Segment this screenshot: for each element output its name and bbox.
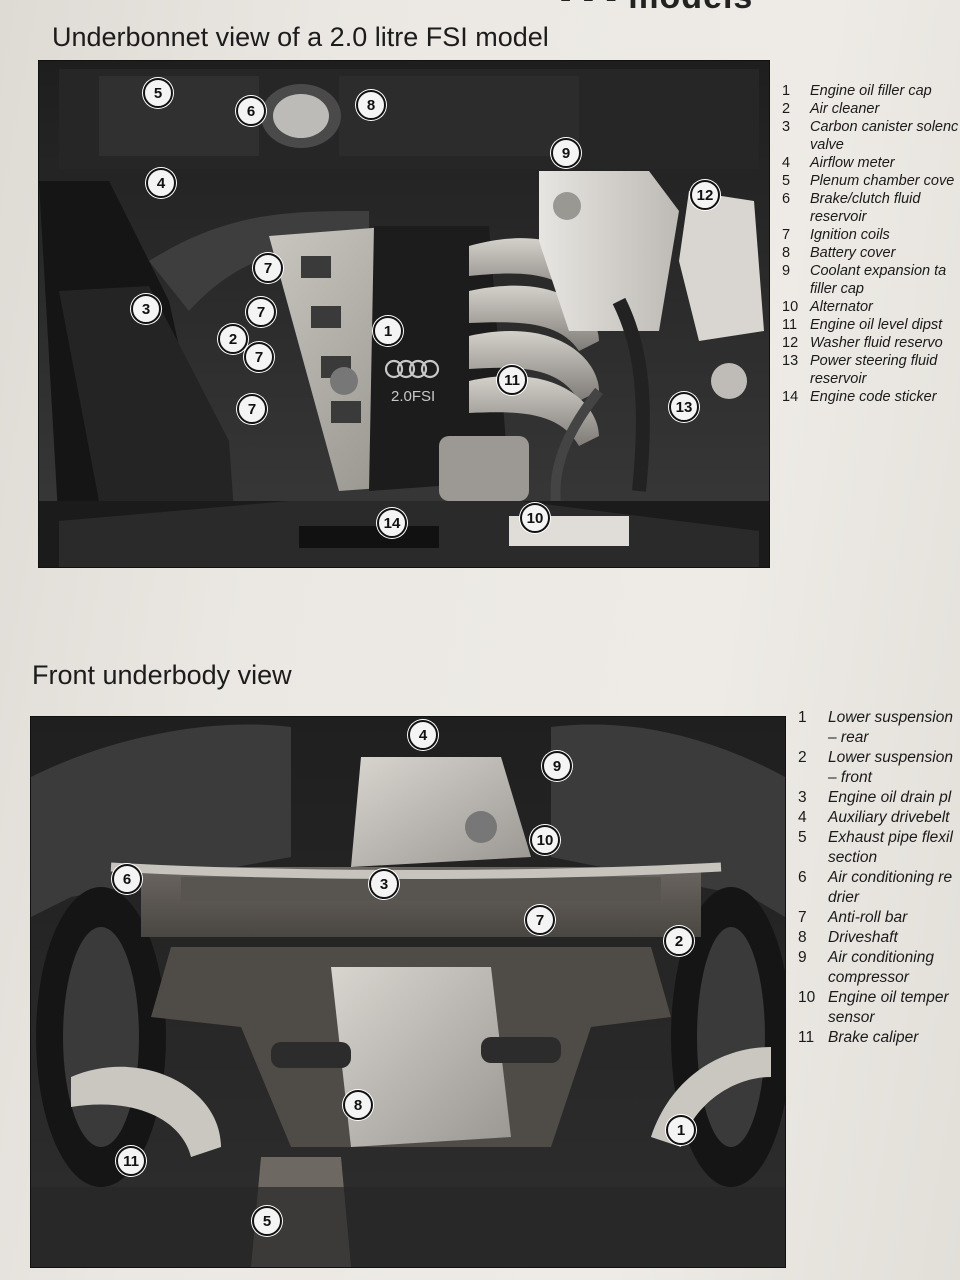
callout-14: 14 (377, 508, 407, 538)
callout-8: 8 (343, 1090, 373, 1120)
callout-11: 11 (116, 1146, 146, 1176)
bottom-section-title: Front underbody view (32, 660, 292, 690)
callout-10: 10 (520, 503, 550, 533)
callout-1: 1 (373, 316, 403, 346)
callout-11: 11 (497, 365, 527, 395)
callout-12: 12 (690, 180, 720, 210)
underbody-photo (30, 716, 786, 1268)
callout-8: 8 (356, 90, 386, 120)
callout-13: 13 (669, 392, 699, 422)
callout-6: 6 (236, 96, 266, 126)
callout-6: 6 (112, 864, 142, 894)
callout-2: 2 (664, 926, 694, 956)
engine-bay-photo: 2.0FSI (38, 60, 770, 568)
callout-9: 9 (551, 138, 581, 168)
callout-4: 4 (408, 720, 438, 750)
callout-4: 4 (146, 168, 176, 198)
callout-3: 3 (131, 294, 161, 324)
callout-1: 1 (666, 1115, 696, 1145)
top-section-title: Underbonnet view of a 2.0 litre FSI mode… (52, 22, 549, 52)
cut-off-heading: - - - models (560, 0, 753, 17)
engine-cover-label: 2.0FSI (391, 388, 435, 405)
callout-7-b: 7 (246, 297, 276, 327)
callout-5: 5 (143, 78, 173, 108)
callout-5: 5 (252, 1206, 282, 1236)
callout-7-d: 7 (237, 394, 267, 424)
callout-2: 2 (218, 324, 248, 354)
callout-9: 9 (542, 751, 572, 781)
callout-3: 3 (369, 869, 399, 899)
callout-7: 7 (525, 905, 555, 935)
callout-10: 10 (530, 825, 560, 855)
underbody-illustration (31, 717, 785, 1267)
callout-7-a: 7 (253, 253, 283, 283)
engine-bay-illustration: 2.0FSI (39, 61, 769, 567)
callout-7-c: 7 (244, 342, 274, 372)
